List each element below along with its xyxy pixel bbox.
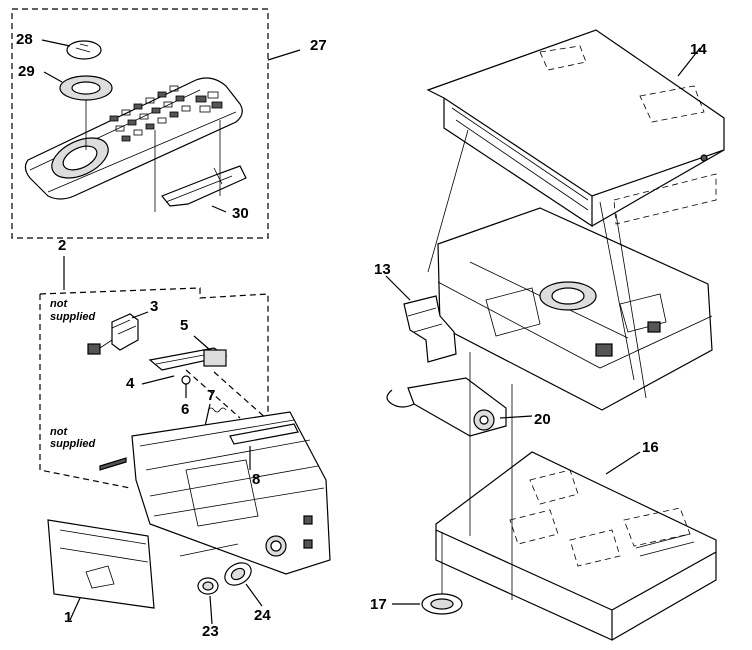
callout-3: 3 [150,298,159,315]
callout-2: 2 [58,237,67,254]
bottom-plate [435,352,717,641]
not-supplied-note-2-line1: not [50,426,68,438]
callout-23: 23 [202,623,219,640]
callout-8: 8 [252,471,261,488]
callout-13: 13 [374,261,391,278]
remote-control-group [11,8,301,239]
not-supplied-note-2-line2: supplied [50,438,96,450]
not-supplied-note-1-line2: supplied [50,311,96,323]
callout-14: 14 [690,41,707,58]
front-panel-group [39,256,331,625]
callout-4: 4 [126,375,135,392]
callout-6: 6 [181,401,190,418]
callout-1: 1 [64,609,73,626]
callout-16: 16 [642,439,659,456]
top-cover [426,29,725,228]
part-13-bracket [385,275,457,363]
callout-17: 17 [370,596,387,613]
callout-5: 5 [180,317,189,334]
callout-27: 27 [310,37,327,54]
not-supplied-note-1-line1: not [50,298,68,310]
part-17-foot [392,532,463,615]
callout-30: 30 [232,205,249,222]
callout-28: 28 [16,31,33,48]
part-20-assembly [386,377,533,437]
callout-24: 24 [254,607,271,624]
callout-29: 29 [18,63,35,80]
callout-20: 20 [534,411,551,428]
mechanism-chassis [427,129,713,411]
callout-7: 7 [207,387,216,404]
